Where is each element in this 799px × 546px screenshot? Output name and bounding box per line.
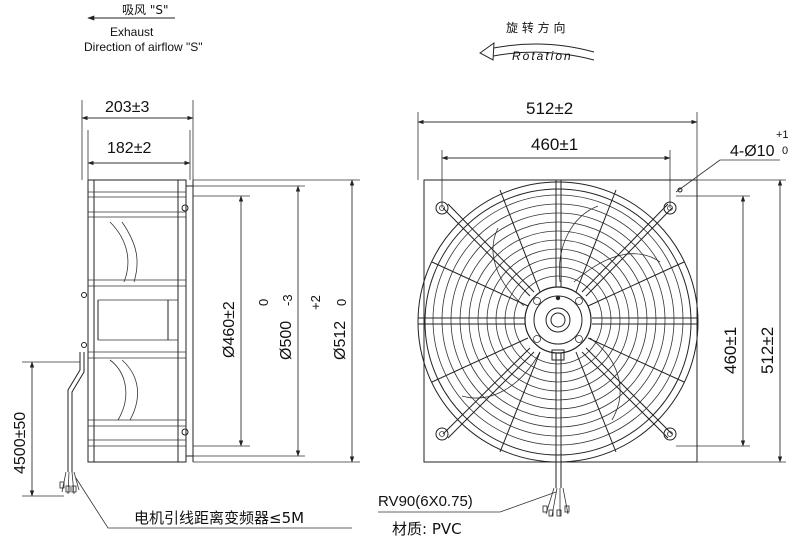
airflow-label-direction: Direction of airflow "S" [84,40,203,54]
cable-spec-note: RV90(6X0.75) [378,493,473,510]
guard-depth-dimension: 182±2 [107,140,151,157]
cable-distance-note: 电机引线距离变频器≤5M [134,509,304,527]
front-view: 512±2 460±1 4-Ø10 +1 0 [378,99,789,538]
venturi-ring [417,181,699,463]
corner-hole-icon [677,187,683,193]
width-overall-dimension: 512±2 [526,99,573,118]
diameter-500-tolerance-upper: 0 [256,299,271,306]
cable-spec-leader [378,491,557,513]
diameter-460-dimension: Ø460±2 [221,301,238,358]
material-note: 材质: PVC [392,520,462,538]
diameter-500-tolerance-lower: -3 [280,294,295,306]
airflow-direction-label: 吸风 "S" Exhaust Direction of airflow "S" [84,3,203,54]
mounting-holes-dimension: 4-Ø10 [730,143,775,160]
diameter-512-dimension: Ø512 [332,321,349,360]
fan-guard-side [81,179,194,463]
mounting-holes-callout: 4-Ø10 +1 0 [675,129,789,193]
side-cable [71,352,85,472]
side-view: 203±3 182±2 [12,99,360,529]
diameter-512-tolerance-lower: 0 [334,299,349,306]
cable-distance-leader [75,477,352,529]
guard-mounting-bolts [435,201,677,441]
guard-spokes [418,180,697,462]
fan-guard-front [432,194,684,446]
height-overall-dimension: 512±2 [758,327,777,374]
overall-depth-dimension: 203±3 [105,99,149,116]
mounting-holes-tolerance-lower: 0 [782,145,788,157]
rotation-arc [483,43,595,53]
rotation-arc-inner [487,51,595,61]
motor-hub [524,286,592,361]
side-cable-wire-ends-icon [59,471,80,495]
airflow-label-cn: 吸风 "S" [122,3,168,17]
height-holes-dimension: 460±1 [721,327,740,374]
fan-blades [461,205,661,421]
front-cable-wire-ends-icon [542,487,570,517]
airflow-label-exhaust: Exhaust [110,25,154,39]
mounting-holes-tolerance-upper: +1 [776,129,789,141]
rotation-arrow-head-icon [479,41,495,61]
rotation-label-cn: 旋 转 方 向 [506,20,565,35]
diameter-512-tolerance-upper: +2 [308,295,323,310]
cable-length-dimension: 4500±50 [12,412,29,474]
rotation-label-en: Rotation [512,49,573,63]
diameter-500-dimension: Ø500 [278,321,295,360]
width-holes-dimension: 460±1 [531,135,578,154]
rotation-direction-label: 旋 转 方 向 Rotation [479,20,595,63]
